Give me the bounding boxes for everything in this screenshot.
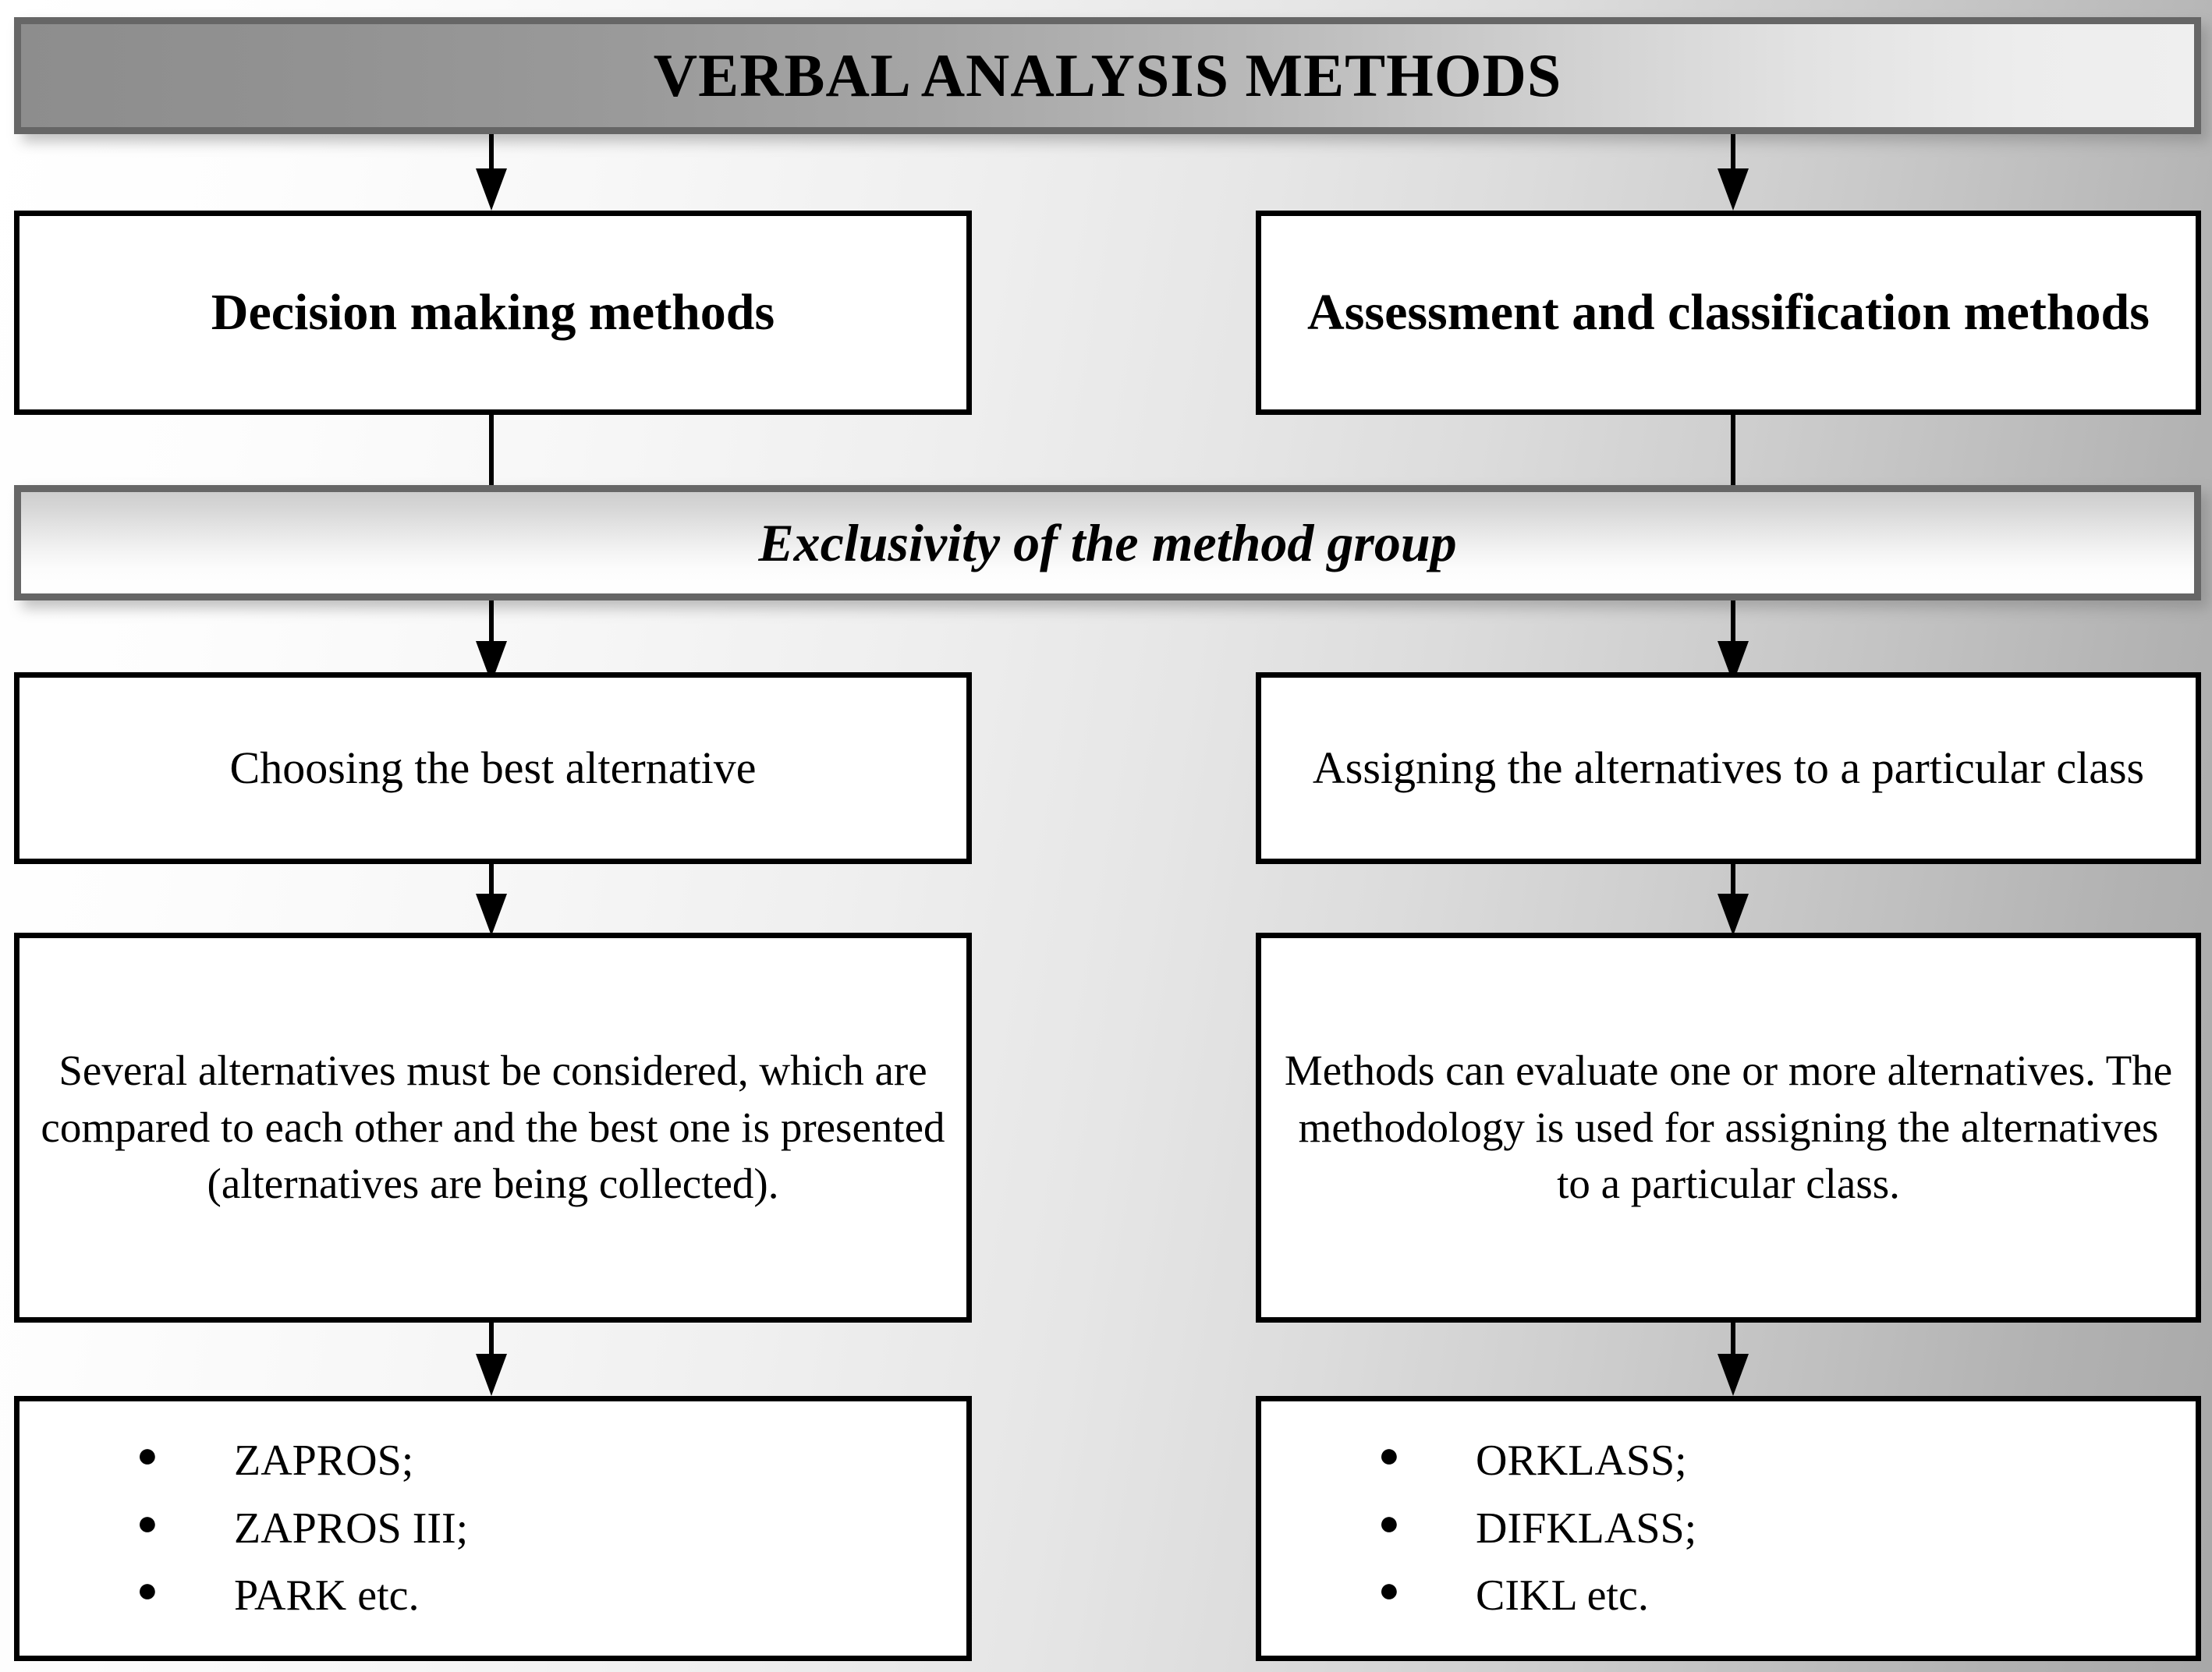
box-assessment-classification-methods-list[interactable]: ● ORKLASS; ● DIFKLASS; ● CIKL etc. [1256,1396,2201,1661]
list-item-label: ZAPROS; [234,1436,414,1485]
box-decision-making-description[interactable]: Several alternatives must be considered,… [14,933,972,1323]
bullet-icon: ● [136,1434,158,1475]
list-item-label: ZAPROS III; [234,1504,469,1553]
box-assessment-classification-description[interactable]: Methods can evaluate one or more alterna… [1256,933,2201,1323]
diagram-title: VERBAL ANALYSIS METHODS [653,41,1562,109]
arrow-down-icon-header-to-left [476,134,507,211]
exclusivity-label: Exclusivity of the method group [758,512,1457,572]
bullet-icon: ● [1378,1434,1400,1475]
arrow-down-icon-divider-to-right [1717,600,1749,683]
list-item: ● ZAPROS III; [136,1495,946,1563]
diagram-title-banner: VERBAL ANALYSIS METHODS [14,17,2201,134]
list-item-label: DIFKLASS; [1476,1504,1697,1553]
exclusivity-divider-banner: Exclusivity of the method group [14,485,2201,600]
assessment-classification-description: Methods can evaluate one or more alterna… [1284,1047,2173,1208]
list-item: ● CIKL etc. [1378,1562,2175,1630]
arrow-down-icon-divider-to-left [476,600,507,683]
connector-right-to-divider [1731,415,1735,487]
list-item: ● PARK etc. [136,1562,946,1630]
decision-making-description: Several alternatives must be considered,… [41,1047,945,1208]
decision-making-goal: Choosing the best alternative [229,742,757,794]
connector-left-to-divider [489,415,494,487]
bullet-icon: ● [136,1570,158,1610]
box-decision-making-methods[interactable]: Decision making methods [14,211,972,415]
assessment-classification-title: Assessment and classification methods [1307,284,2150,342]
assessment-classification-goal: Assigning the alternatives to a particul… [1312,742,2145,794]
arrow-down-icon-goal-to-desc-right [1717,864,1749,936]
list-item-label: PARK etc. [234,1571,420,1621]
assessment-classification-methods-list: ● ORKLASS; ● DIFKLASS; ● CIKL etc. [1261,1427,2196,1630]
arrow-down-icon-header-to-right [1717,134,1749,211]
list-item: ● ORKLASS; [1378,1427,2175,1495]
bullet-icon: ● [136,1502,158,1543]
list-item-label: ORKLASS; [1476,1436,1687,1485]
list-item: ● ZAPROS; [136,1427,946,1495]
list-item: ● DIFKLASS; [1378,1495,2175,1563]
bullet-icon: ● [1378,1570,1400,1610]
box-decision-making-methods-list[interactable]: ● ZAPROS; ● ZAPROS III; ● PARK etc. [14,1396,972,1661]
decision-making-title: Decision making methods [211,284,775,342]
list-item-label: CIKL etc. [1476,1571,1649,1621]
arrow-down-icon-desc-to-list-left [476,1323,507,1397]
box-assessment-classification-methods[interactable]: Assessment and classification methods [1256,211,2201,415]
bullet-icon: ● [1378,1502,1400,1543]
arrow-down-icon-desc-to-list-right [1717,1323,1749,1397]
box-choosing-best-alternative[interactable]: Choosing the best alternative [14,672,972,864]
decision-making-methods-list: ● ZAPROS; ● ZAPROS III; ● PARK etc. [19,1427,966,1630]
arrow-down-icon-goal-to-desc-left [476,864,507,936]
box-assigning-alternatives-class[interactable]: Assigning the alternatives to a particul… [1256,672,2201,864]
